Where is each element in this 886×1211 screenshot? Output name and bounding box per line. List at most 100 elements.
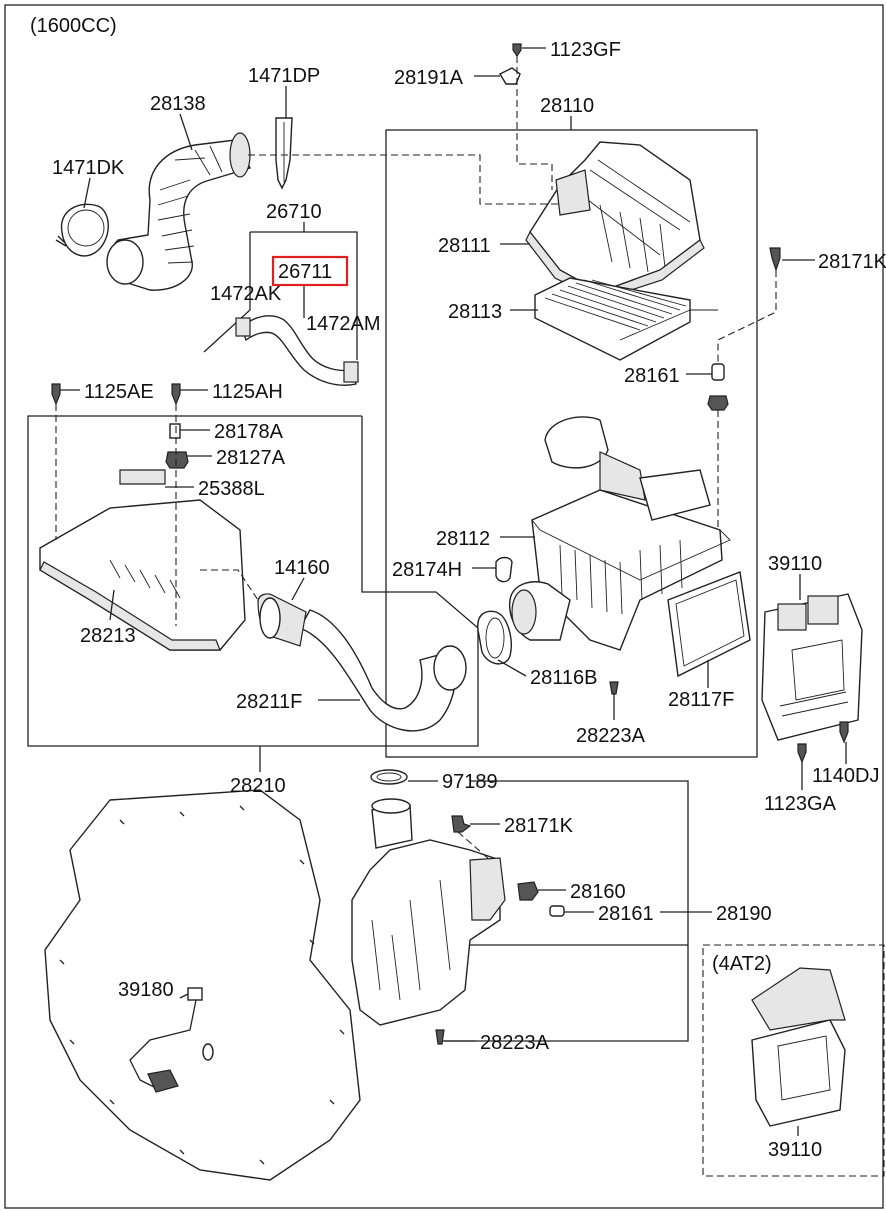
leader-39180: [179, 993, 189, 999]
hose-ribs: [157, 145, 223, 264]
cover-inlet: [555, 169, 591, 216]
label-14160[interactable]: 14160: [274, 557, 330, 579]
label-39110-bot[interactable]: 39110: [768, 1139, 822, 1161]
pin-28223A-bot: [435, 1029, 445, 1045]
label-1123GA[interactable]: 1123GA: [764, 793, 837, 815]
label-28117F[interactable]: 28117F: [668, 689, 734, 711]
label-28110[interactable]: 28110: [540, 95, 594, 117]
label-28161-top[interactable]: 28161: [624, 365, 680, 387]
label-28174H[interactable]: 28174H: [392, 559, 462, 581]
clamp-14160-ring: [259, 597, 281, 639]
resonator-details: [371, 879, 451, 1001]
label-28171K-mid[interactable]: 28171K: [504, 815, 574, 837]
ecu-39110-top: [761, 593, 863, 764]
label-1471DK[interactable]: 1471DK: [52, 157, 125, 179]
label-1125AH[interactable]: 1125AH: [212, 381, 283, 403]
label-25388L[interactable]: 25388L: [198, 478, 265, 500]
dash-1123GF-down: [516, 56, 553, 190]
label-28213[interactable]: 28213: [80, 625, 136, 647]
resonator-neck-top: [371, 798, 411, 814]
bolt-1125AE: [51, 383, 61, 406]
clamp-1471DK-inner: [67, 209, 105, 247]
ecu-connector-a: [777, 603, 807, 631]
label-1471DP[interactable]: 1471DP: [248, 65, 320, 87]
breather-hose-26711: [235, 315, 359, 386]
bolt-1140DJ: [839, 721, 849, 744]
sensor-housing: [544, 416, 609, 469]
filter-edge: [619, 309, 691, 341]
sensor-tube: [599, 451, 646, 501]
grommet-28161-mid: [549, 905, 565, 917]
intake-duct-28211F: [257, 593, 467, 732]
gasket-28117F: [667, 571, 751, 678]
label-variant-engine: (1600CC): [30, 15, 117, 37]
label-97189[interactable]: 97189: [442, 771, 498, 793]
ecu-label-plate: [791, 639, 845, 701]
sensor-block: [639, 469, 711, 521]
label-28161-mid[interactable]: 28161: [598, 903, 654, 925]
label-28112[interactable]: 28112: [436, 528, 490, 550]
leader-14160: [291, 577, 305, 601]
bracket-28191A: [499, 67, 521, 85]
ecu-39110-4at2: [751, 967, 846, 1127]
highlight-box-26711[interactable]: [271, 255, 349, 287]
label-26711[interactable]: 26711: [278, 261, 332, 283]
ecu2-body: [751, 1019, 846, 1127]
leader-lines: [60, 47, 847, 1136]
label-28111[interactable]: 28111: [438, 235, 491, 257]
body-inner-ribs: [559, 539, 683, 615]
frame-hose-group-left: [203, 232, 251, 353]
sensor-39180-body: [147, 1069, 179, 1093]
leader-1471DK: [83, 177, 91, 209]
duct-inlet-end: [433, 645, 467, 691]
seal-ring-inner: [485, 617, 505, 659]
outlet-pipe-mouth: [511, 589, 537, 635]
label-1140DJ[interactable]: 1140DJ: [812, 765, 879, 787]
label-28160[interactable]: 28160: [570, 881, 626, 903]
pin-28223A-top: [609, 681, 619, 695]
top-right-fasteners: [707, 247, 781, 411]
label-26710[interactable]: 26710: [266, 201, 322, 223]
assembly-lines: [55, 56, 777, 861]
label-1123GF[interactable]: 1123GF: [550, 39, 621, 61]
dash-cover-to-duct: [200, 569, 259, 601]
label-39180[interactable]: 39180: [118, 979, 174, 1001]
ecu-fins: [779, 691, 849, 717]
label-28178A[interactable]: 28178A: [214, 421, 284, 443]
label-28190[interactable]: 28190: [716, 903, 772, 925]
bolt-1123GA: [797, 743, 807, 764]
label-28127A[interactable]: 28127A: [216, 447, 286, 469]
label-28223A-bot[interactable]: 28223A: [480, 1032, 550, 1054]
label-variant-trans: (4AT2): [712, 953, 772, 975]
duct-body: [299, 609, 457, 732]
resonator-28190: [351, 769, 565, 1045]
label-28211F[interactable]: 28211F: [236, 691, 302, 713]
label-28210[interactable]: 28210: [230, 775, 286, 797]
label-1472AK[interactable]: 1472AK: [210, 283, 282, 305]
label-28171K-top[interactable]: 28171K: [818, 251, 886, 273]
leader-28116B: [497, 659, 527, 677]
label-1472AM[interactable]: 1472AM: [306, 313, 381, 335]
intake-hose-28138: [55, 117, 293, 291]
label-28116B[interactable]: 28116B: [530, 667, 597, 689]
engine-block-outline: [44, 789, 361, 1181]
hose-end-lower: [106, 239, 144, 285]
clip-28174H: [495, 556, 513, 583]
cover-28213-shadow: [39, 561, 221, 651]
label-1125AE[interactable]: 1125AE: [84, 381, 154, 403]
cover-28213-vents: [109, 559, 181, 599]
dash-28171K-mid-to-resonator: [457, 831, 491, 861]
label-28138[interactable]: 28138: [150, 93, 206, 115]
grommet-28161-top: [711, 363, 725, 381]
filter-frame: [534, 277, 691, 361]
gasket-inner: [675, 579, 745, 667]
leader-28213: [109, 589, 115, 621]
label-28223A-top[interactable]: 28223A: [576, 725, 646, 747]
label-39110-top[interactable]: 39110: [768, 553, 822, 575]
label-28113[interactable]: 28113: [448, 301, 502, 323]
label-28191A[interactable]: 28191A: [394, 67, 464, 89]
sensor-39180-harness: [129, 999, 197, 1091]
seal-97189: [370, 769, 408, 785]
seal-97189-inner: [376, 772, 402, 782]
